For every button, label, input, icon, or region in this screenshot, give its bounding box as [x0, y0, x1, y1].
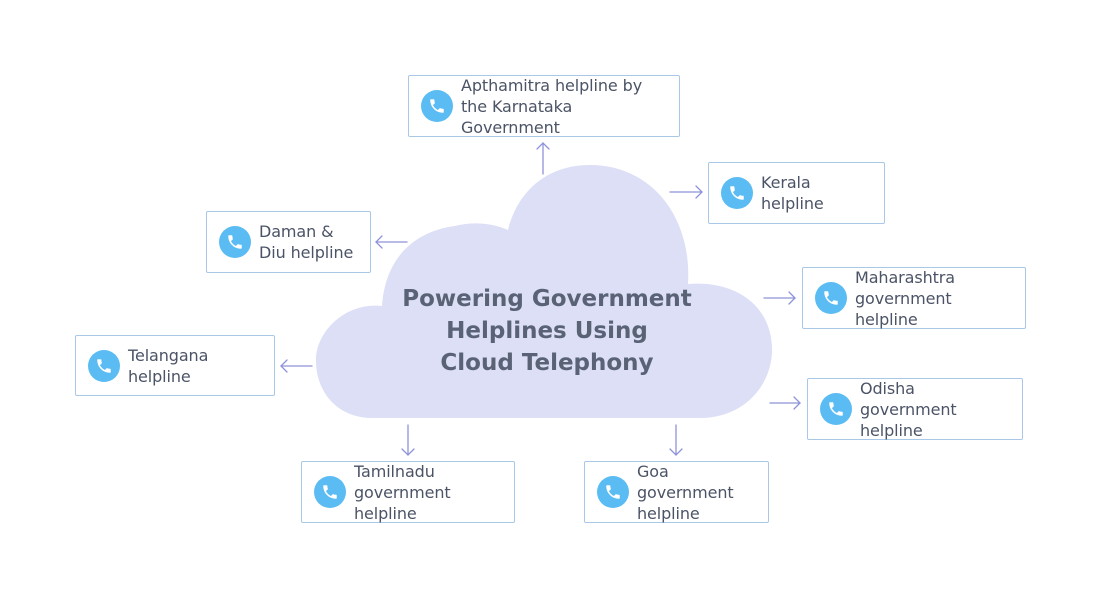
arrow-apthamitra	[536, 142, 550, 175]
phone-icon	[421, 90, 453, 122]
node-label: Goa government helpline	[637, 461, 734, 523]
phone-icon	[597, 476, 629, 508]
node-label: Daman & Diu helpline	[259, 222, 354, 262]
node-kerala: Kerala helpline	[708, 162, 885, 224]
node-label: Telangana helpline	[128, 345, 209, 386]
arrow-maharashtra	[763, 291, 796, 305]
arrow-telangana	[280, 359, 313, 373]
node-label: Tamilnadu government helpline	[354, 461, 451, 523]
arrow-tamilnadu	[401, 424, 415, 456]
node-label: Odisha government helpline	[860, 378, 957, 440]
node-label: Kerala helpline	[761, 173, 824, 213]
phone-icon	[721, 177, 753, 209]
arrow-kerala	[669, 185, 703, 199]
title-line-3: Cloud Telephony	[440, 350, 654, 376]
diagram-title: Powering Government Helplines Using Clou…	[356, 283, 738, 379]
node-apthamitra: Apthamitra helpline by the Karnataka Gov…	[408, 75, 680, 137]
node-daman-diu: Daman & Diu helpline	[206, 211, 371, 273]
phone-icon	[815, 282, 847, 314]
arrow-odisha	[769, 396, 801, 410]
node-odisha: Odisha government helpline	[807, 378, 1023, 440]
phone-icon	[88, 349, 120, 382]
phone-icon	[820, 393, 852, 425]
node-telangana: Telangana helpline	[75, 335, 275, 396]
arrow-daman-diu	[375, 235, 408, 249]
node-tamilnadu: Tamilnadu government helpline	[301, 461, 515, 523]
phone-icon	[314, 476, 346, 508]
title-line-2: Helplines Using	[446, 318, 648, 344]
node-goa: Goa government helpline	[584, 461, 769, 523]
node-label: Maharashtra government helpline	[855, 267, 955, 329]
title-line-1: Powering Government	[402, 286, 692, 312]
node-maharashtra: Maharashtra government helpline	[802, 267, 1026, 329]
arrow-goa	[669, 424, 683, 456]
phone-icon	[219, 226, 251, 258]
node-label: Apthamitra helpline by the Karnataka Gov…	[461, 75, 643, 137]
